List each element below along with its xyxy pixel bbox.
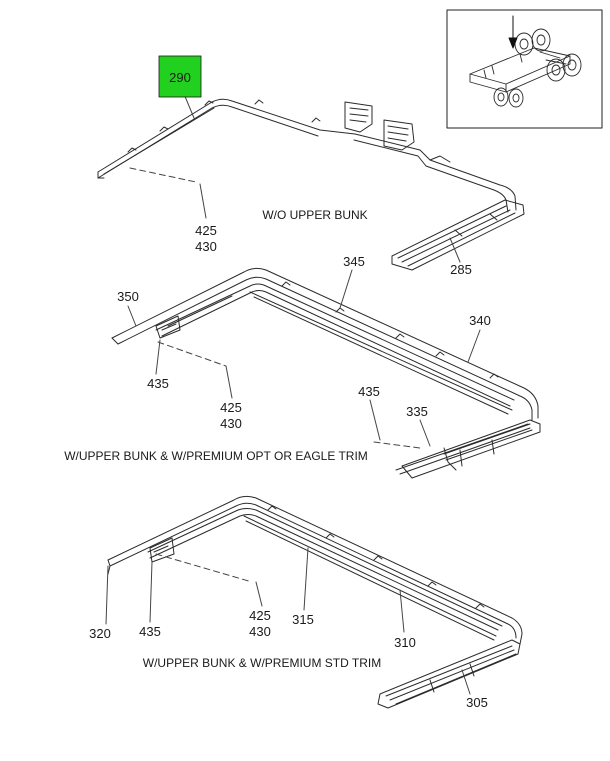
callout-320: 320: [89, 626, 111, 641]
callout-350: 350: [117, 289, 139, 304]
top-assembly-drawing: [97, 98, 525, 271]
callout-435-bottom: 435: [139, 624, 161, 639]
caption-bottom: W/UPPER BUNK & W/PREMIUM STD TRIM: [143, 656, 381, 670]
highlighted-part-callout[interactable]: 290: [158, 55, 202, 98]
callout-345: 345: [343, 254, 365, 269]
callout-430-middle: 430: [220, 416, 242, 431]
truck-chassis-icon: [469, 28, 582, 108]
down-arrow-icon: [508, 15, 518, 49]
callout-315: 315: [292, 612, 314, 627]
caption-top: W/O UPPER BUNK: [262, 208, 367, 222]
inset-frame: [446, 9, 603, 129]
callout-285: 285: [450, 262, 472, 277]
callout-310: 310: [394, 635, 416, 650]
callout-435-middle-right: 435: [358, 384, 380, 399]
inset-view: [446, 9, 603, 129]
bottom-leader-lines: [105, 547, 471, 695]
callout-425-bottom: 425: [249, 608, 271, 623]
middle-leader-lines: [127, 269, 481, 449]
callout-340: 340: [469, 313, 491, 328]
callout-430-bottom: 430: [249, 624, 271, 639]
middle-assembly-drawing: [111, 267, 541, 479]
callout-430-top: 430: [195, 239, 217, 254]
highlight-box[interactable]: [158, 55, 202, 98]
callout-425-middle: 425: [220, 400, 242, 415]
callout-335: 335: [406, 404, 428, 419]
callout-290[interactable]: 290: [169, 70, 191, 85]
callout-425-top: 425: [195, 223, 217, 238]
callout-305: 305: [466, 695, 488, 710]
caption-middle: W/UPPER BUNK & W/PREMIUM OPT OR EAGLE TR…: [64, 449, 368, 463]
bottom-assembly-drawing: [107, 495, 523, 709]
top-leader-lines: [129, 93, 461, 263]
callout-435-middle-left: 435: [147, 376, 169, 391]
